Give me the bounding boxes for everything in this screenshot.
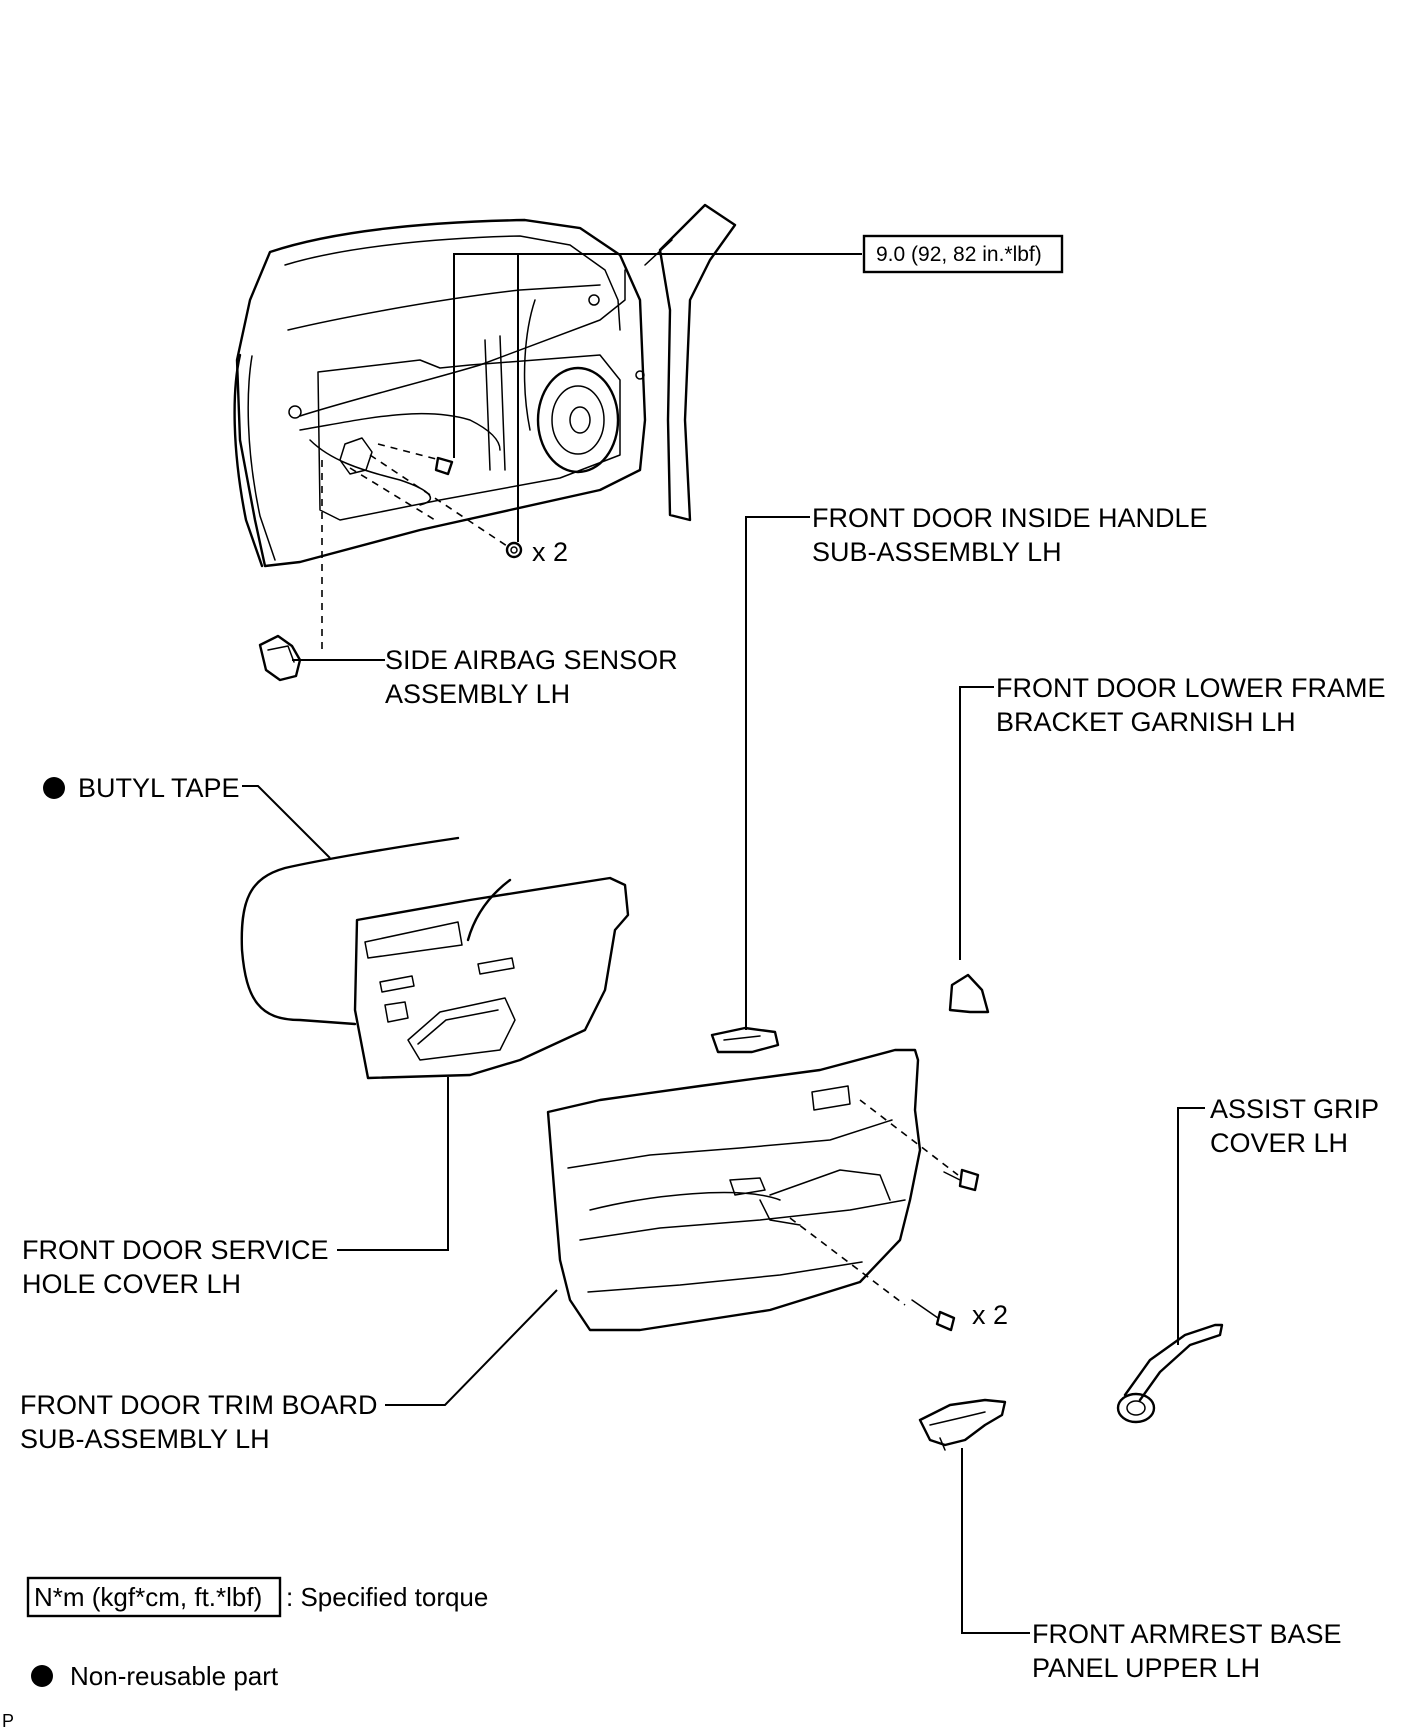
corner-mark: P — [2, 1711, 14, 1731]
armrest-label-line2: PANEL UPPER LH — [1032, 1653, 1260, 1683]
lower-frame-label-line1: FRONT DOOR LOWER FRAME — [996, 673, 1386, 703]
torque-spec-callout: 9.0 (92, 82 in.*lbf) — [453, 234, 1064, 542]
legend-non-reusable-dot — [31, 1665, 53, 1687]
butyl-tape-illustration — [240, 836, 460, 1026]
inside-handle-illustration — [710, 516, 810, 1054]
trim-board-illustration — [546, 1048, 980, 1332]
armrest-label-line1: FRONT ARMREST BASE — [1032, 1619, 1342, 1649]
inside-handle-label-line2: SUB-ASSEMBLY LH — [812, 537, 1062, 567]
non-reusable-dot-butyl — [43, 777, 65, 799]
side-airbag-label-line2: ASSEMBLY LH — [385, 679, 570, 709]
inside-handle-label-line1: FRONT DOOR INSIDE HANDLE — [812, 503, 1208, 533]
torque-spec-text: 9.0 (92, 82 in.*lbf) — [876, 243, 1042, 266]
trim-board-label-line2: SUB-ASSEMBLY LH — [20, 1424, 270, 1454]
legend: N*m (kgf*cm, ft.*lbf) : Specified torque… — [26, 1576, 488, 1691]
lower-frame-label-line2: BRACKET GARNISH LH — [996, 707, 1296, 737]
side-airbag-sensor-illustration — [258, 634, 385, 682]
legend-non-reusable-desc: Non-reusable part — [70, 1661, 279, 1691]
x2-bolts-label: x 2 — [532, 537, 568, 567]
assist-grip-label-line2: COVER LH — [1210, 1128, 1348, 1158]
front-door-assembly-illustration — [233, 203, 737, 650]
legend-torque-unit: N*m (kgf*cm, ft.*lbf) — [34, 1582, 262, 1612]
side-airbag-label-line1: SIDE AIRBAG SENSOR — [385, 645, 678, 675]
armrest-base-panel-illustration — [918, 1398, 1030, 1634]
service-hole-label-line2: HOLE COVER LH — [22, 1269, 241, 1299]
lower-frame-garnish-illustration — [948, 686, 994, 1014]
assist-grip-label-line1: ASSIST GRIP — [1210, 1094, 1379, 1124]
butyl-tape-label: BUTYL TAPE — [78, 773, 240, 803]
x2-screws-label: x 2 — [972, 1300, 1008, 1330]
service-hole-label-line1: FRONT DOOR SERVICE — [22, 1235, 329, 1265]
assist-grip-cover-illustration — [1116, 1107, 1224, 1424]
legend-torque-desc: : Specified torque — [286, 1582, 488, 1612]
legend-torque-box — [26, 1576, 282, 1618]
trim-board-label-line1: FRONT DOOR TRIM BOARD — [20, 1390, 378, 1420]
service-hole-cover-illustration — [353, 876, 630, 1080]
